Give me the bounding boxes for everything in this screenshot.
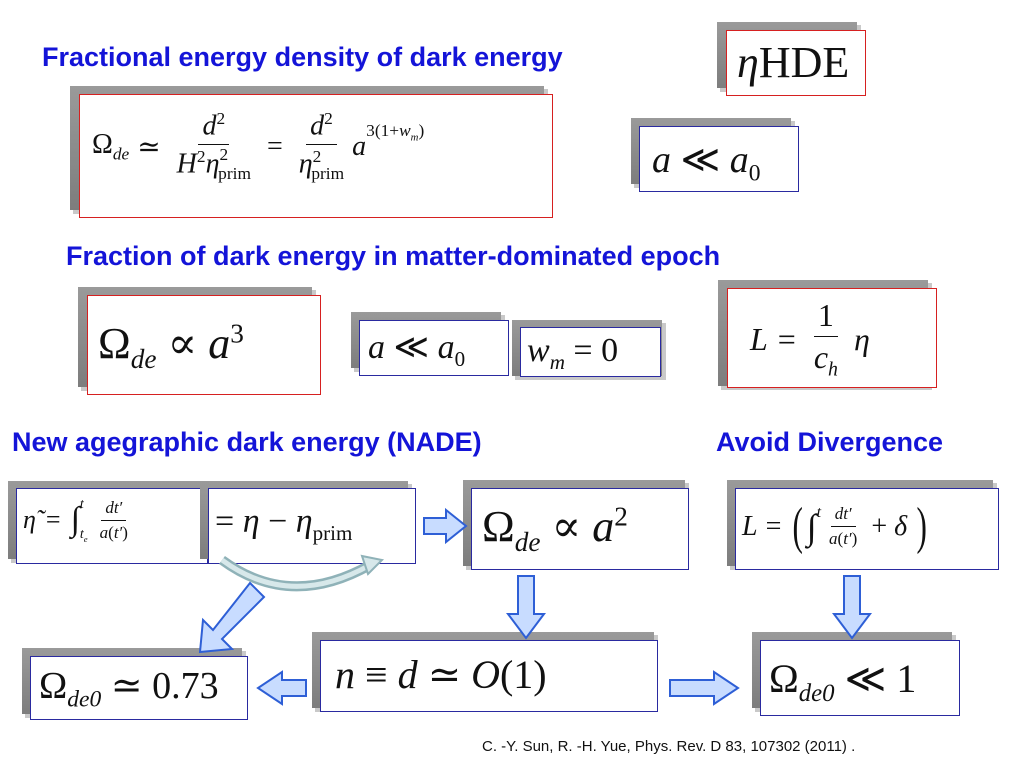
arrow-right-to-omega-de0-ll (669, 670, 740, 706)
a-ll-a0-top-box: a ≪ a0 (639, 126, 799, 192)
arrow-right-to-omega-a2 (423, 507, 468, 545)
omega-a3-box: Ωde ∝ a3 (87, 295, 321, 395)
a-ll-a0-mid-equation: a ≪ a0 (368, 329, 466, 371)
arrow-down-to-n (506, 575, 546, 640)
a-ll-a0-top-equation: a ≪ a0 (652, 139, 761, 187)
omega-de0-value-equation: Ωde0 ≃ 0.73 (39, 665, 219, 713)
heading-nade: New agegraphic dark energy (NADE) (12, 427, 482, 457)
curved-arrow-head (360, 554, 385, 576)
wm-zero-equation: wm = 0 (527, 332, 619, 374)
arrow-down-to-omega-de0-ll (832, 575, 872, 640)
curved-arrow-inner (220, 557, 372, 589)
wm-zero-box: wm = 0 (520, 327, 661, 377)
a-ll-a0-mid-box: a ≪ a0 (359, 320, 509, 376)
l-integral-box: L= ( ∫t dt′a(t′) + δ ) (735, 488, 999, 570)
l-integral-equation: L= ( ∫t dt′a(t′) + δ ) (742, 498, 928, 555)
omega-de0-ll-box: Ωde0 ≪ 1 (760, 640, 960, 716)
omega-de0-ll-equation: Ωde0 ≪ 1 (769, 656, 917, 707)
n-definition-box: n ≡ d ≃ O(1) (320, 640, 658, 712)
eta-minus-prim-box: = η − ηprim (208, 488, 416, 564)
n-definition-equation: n ≡ d ≃ O(1) (335, 652, 547, 697)
citation-text: C. -Y. Sun, R. -H. Yue, Phys. Rev. D 83,… (482, 738, 856, 755)
omega-de0-value-box: Ωde0 ≃ 0.73 (30, 656, 248, 720)
heading-matter-dominated-epoch: Fraction of dark energy in matter-domina… (66, 241, 721, 271)
omega-a2-box: Ωde ∝ a2 (471, 488, 689, 570)
eta-minus-prim-equation: = η − ηprim (215, 503, 353, 545)
arrow-left-to-omega-de0-value (256, 670, 307, 706)
heading-avoid-divergence: Avoid Divergence (716, 427, 944, 457)
omega-a3-equation: Ωde ∝ a3 (98, 318, 244, 374)
arrow-diagonal-to-omega-de0 (198, 581, 266, 654)
omega-a2-equation: Ωde ∝ a2 (482, 501, 628, 557)
heading-fractional-energy-density: Fractional energy density of dark energy (42, 42, 563, 72)
eta-hde-equation: ηHDE (737, 38, 850, 87)
eta-hde-box: ηHDE (726, 30, 866, 96)
